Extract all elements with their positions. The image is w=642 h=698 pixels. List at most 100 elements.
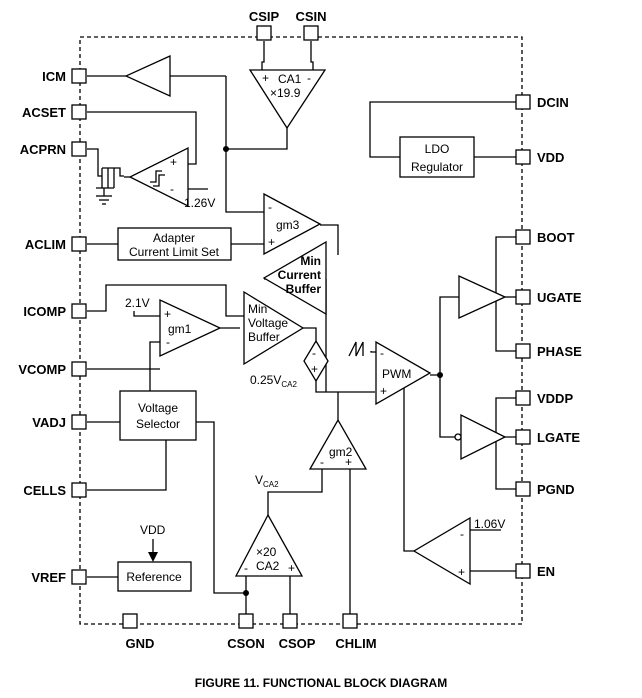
svg-text:-: - — [380, 346, 384, 360]
svg-text:-: - — [170, 182, 174, 196]
pin-csin — [303, 25, 319, 41]
svg-text:CSOP: CSOP — [279, 636, 316, 651]
pin-vddp — [515, 390, 531, 406]
svg-text:-: - — [166, 335, 170, 349]
svg-text:VREF: VREF — [31, 570, 66, 585]
svg-text:CSIN: CSIN — [295, 9, 326, 24]
sawtooth-icon — [348, 341, 364, 357]
pin-dcin — [515, 94, 531, 110]
gm3-amplifier: - + gm3 — [263, 192, 322, 256]
gm1-amplifier: + - gm1 2.1V — [125, 296, 222, 358]
svg-text:CELLS: CELLS — [23, 483, 66, 498]
pin-csip — [256, 25, 272, 41]
svg-text:PWM: PWM — [382, 367, 411, 381]
svg-text:Current Limit Set: Current Limit Set — [129, 245, 220, 259]
svg-text:VDD: VDD — [537, 150, 564, 165]
svg-text:-: - — [460, 527, 464, 541]
svg-text:+: + — [170, 155, 177, 169]
ldo-regulator: LDO Regulator — [399, 136, 475, 178]
svg-text:-: - — [307, 71, 311, 85]
acprn-comparator: + - 1.26V — [128, 146, 215, 210]
svg-text:UGATE: UGATE — [537, 290, 582, 305]
svg-text:PHASE: PHASE — [537, 344, 582, 359]
svg-text:Selector: Selector — [136, 417, 180, 431]
svg-text:-: - — [312, 346, 316, 360]
lgate-driver — [454, 413, 507, 461]
svg-text:Adapter: Adapter — [153, 231, 195, 245]
chip-boundary — [79, 36, 523, 625]
svg-text:LDO: LDO — [425, 142, 450, 156]
svg-text:Voltage: Voltage — [138, 401, 178, 415]
svg-text:BOOT: BOOT — [537, 230, 575, 245]
svg-text:ACLIM: ACLIM — [25, 237, 66, 252]
pin-vadj — [71, 414, 87, 430]
svg-text:Min: Min — [300, 254, 321, 268]
svg-text:+: + — [380, 384, 387, 398]
junctions — [223, 146, 443, 596]
pin-acset — [71, 104, 87, 120]
svg-text:×20: ×20 — [256, 545, 277, 559]
pin-chlim — [342, 613, 358, 629]
pin-cson — [238, 613, 254, 629]
offset-voltage-source: - + 0.25VCA2 — [250, 339, 329, 389]
pin-lgate — [515, 429, 531, 445]
ca1-name: CA1 — [278, 72, 302, 86]
en-comparator: - + 1.06V — [412, 516, 505, 586]
acprn-mosfet — [96, 167, 130, 205]
svg-text:ICOMP: ICOMP — [23, 304, 66, 319]
pin-icomp — [71, 303, 87, 319]
svg-text:VADJ: VADJ — [32, 415, 66, 430]
pin-aclim — [71, 236, 87, 252]
label-vdd-ref: VDD — [140, 523, 166, 537]
pin-vcomp — [71, 361, 87, 377]
pin-en — [515, 563, 531, 579]
svg-text:Min: Min — [248, 302, 267, 316]
svg-text:LGATE: LGATE — [537, 430, 580, 445]
svg-text:Buffer: Buffer — [286, 282, 322, 296]
svg-text:EN: EN — [537, 564, 555, 579]
pin-gnd — [122, 613, 138, 629]
pin-csop — [282, 613, 298, 629]
svg-text:CA2: CA2 — [256, 559, 280, 573]
svg-text:+: + — [288, 561, 295, 575]
label-1-06v: 1.06V — [474, 517, 505, 531]
pin-ugate — [515, 289, 531, 305]
figure-caption: FIGURE 11. FUNCTIONAL BLOCK DIAGRAM — [195, 676, 447, 690]
svg-text:Reference: Reference — [126, 570, 182, 584]
svg-text:+: + — [164, 307, 171, 321]
pin-cells — [71, 482, 87, 498]
svg-text:gm3: gm3 — [276, 218, 300, 232]
svg-text:VCOMP: VCOMP — [18, 362, 66, 377]
pin-pgnd — [515, 481, 531, 497]
svg-text:-: - — [268, 200, 272, 214]
svg-text:CSON: CSON — [227, 636, 265, 651]
pin-phase — [515, 343, 531, 359]
svg-text:+: + — [311, 362, 318, 376]
ca2-amplifier: ×20 CA2 - + VCA2 — [234, 473, 304, 577]
label-1-26v: 1.26V — [184, 196, 215, 210]
svg-text:+: + — [458, 565, 465, 579]
svg-text:ACPRN: ACPRN — [20, 142, 66, 157]
svg-text:gm1: gm1 — [168, 322, 192, 336]
svg-text:+: + — [268, 235, 275, 249]
pwm-comparator: - + PWM — [375, 340, 432, 406]
svg-text:+: + — [345, 455, 352, 469]
svg-text:GND: GND — [126, 636, 155, 651]
pins: CSIP CSIN ICM ACSET ACPRN ACLIM ICOMP VC… — [18, 9, 582, 651]
svg-text:Current: Current — [278, 268, 321, 282]
label-0-25v: 0.25VCA2 — [250, 373, 297, 389]
svg-text:Buffer: Buffer — [248, 330, 280, 344]
label-vca2: VCA2 — [255, 473, 279, 489]
min-current-buffer: Min Current Buffer — [262, 240, 327, 316]
svg-text:-: - — [244, 561, 248, 575]
svg-text:Regulator: Regulator — [411, 160, 463, 174]
svg-text:CSIP: CSIP — [249, 9, 280, 24]
pin-vdd — [515, 149, 531, 165]
icm-buffer — [124, 54, 171, 98]
adapter-current-limit-block: Adapter Current Limit Set — [117, 227, 232, 261]
ca1-amplifier: + - CA1 ×19.9 — [248, 69, 327, 130]
gm2-amplifier: gm2 - + — [308, 418, 368, 470]
voltage-selector: Voltage Selector — [119, 390, 197, 441]
svg-text:+: + — [262, 71, 269, 85]
